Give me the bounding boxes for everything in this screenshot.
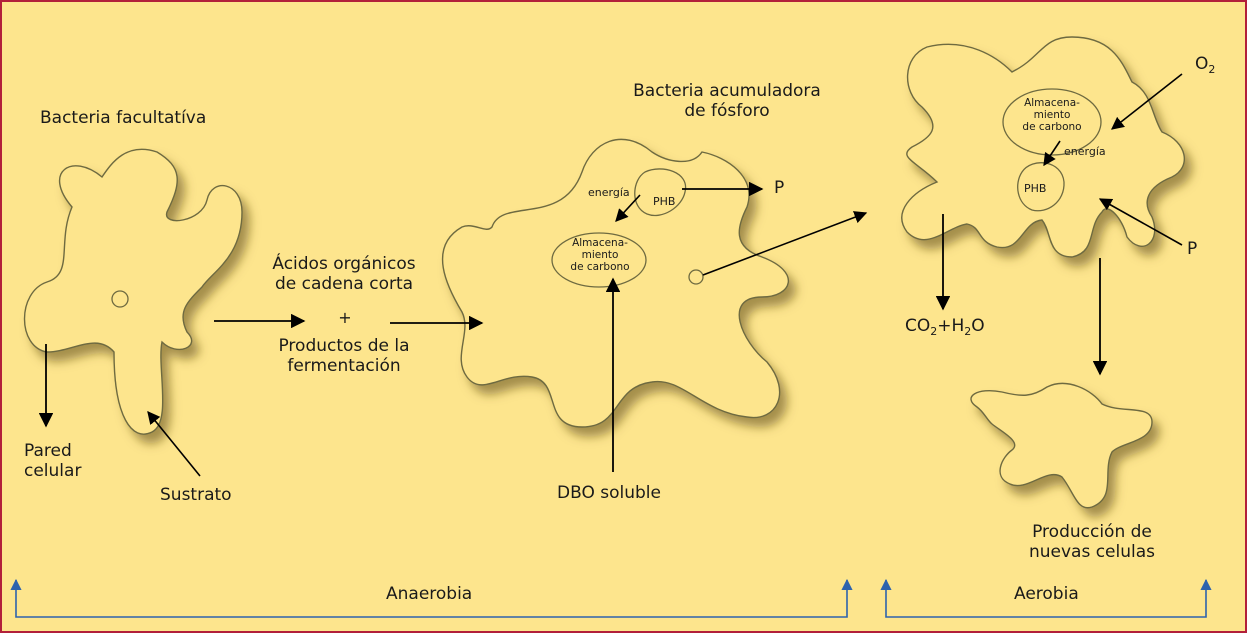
h-text: +H: [937, 316, 965, 336]
products-line2: fermentación: [287, 355, 401, 376]
aerobic-bracket: [880, 578, 1212, 618]
oxygen-subscript: 2: [1208, 63, 1216, 76]
new-cells-line1: Producción de: [1032, 522, 1152, 542]
co2-text: CO: [905, 316, 931, 336]
soluble-bod-label: DBO soluble: [557, 483, 661, 503]
aerobic-cell: [901, 36, 1185, 258]
co2-subscript: 2: [930, 325, 938, 338]
arrow-energy-right: [1043, 140, 1061, 167]
pao-label-line1: Bacteria acumuladora: [633, 81, 821, 101]
storage-right-line2: miento: [1033, 109, 1071, 122]
oxygen-symbol: O: [1195, 54, 1209, 74]
cell-wall-label-line1: Pared: [24, 441, 72, 461]
phb-granule-left: [634, 168, 687, 217]
oxygen-label: O2: [1195, 54, 1216, 77]
storage-left-line3: de carbono: [570, 261, 630, 274]
phosphorus-uptake-label: P: [1187, 239, 1198, 259]
energy-label-right: energía: [1064, 145, 1106, 158]
carbon-storage-left-label: Almacena- miento de carbono: [555, 237, 645, 273]
new-cell: [970, 382, 1153, 509]
new-cells-label: Producción de nuevas celulas: [1007, 522, 1177, 562]
storage-left-line1: Almacena-: [572, 237, 628, 249]
facultative-bacterium-label: Bacteria facultatíva: [40, 108, 207, 128]
phosphorus-release-label: P: [774, 178, 785, 198]
storage-right-line1: Almacena-: [1024, 97, 1080, 109]
arrow-o2: [1110, 73, 1183, 130]
facultative-bacterium-cell: [23, 148, 243, 435]
h2o-subscript: 2: [964, 325, 972, 338]
arrow-p-uptake: [1098, 198, 1183, 246]
anaerobic-bracket: [10, 578, 853, 618]
o-text: O: [971, 316, 985, 336]
carbon-storage-left: [551, 232, 647, 288]
phb-label-left: PHB: [653, 195, 676, 208]
arrow-to-aerobic: [702, 211, 868, 276]
cell-wall-label: Pared celular: [24, 441, 82, 481]
carbon-storage-right-label: Almacena- miento de carbono: [1006, 97, 1098, 133]
acids-line2: de cadena corta: [274, 273, 414, 294]
substrate-label: Sustrato: [160, 485, 232, 505]
storage-left-line2: miento: [581, 249, 619, 262]
pao-label: Bacteria acumuladora de fósforo: [622, 81, 832, 121]
arrow-substrate: [147, 411, 201, 477]
new-cells-line2: nuevas celulas: [1028, 541, 1156, 562]
anaerobic-label: Anaerobia: [386, 584, 473, 604]
phosphate-granule: [688, 269, 704, 285]
arrow-energy-left: [615, 194, 641, 222]
pao-cell: [442, 138, 789, 428]
storage-right-line3: de carbono: [1022, 121, 1082, 134]
short-chain-acids-label: Ácidos orgánicos de cadena corta: [260, 254, 428, 294]
cell-wall-label-line2: celular: [24, 460, 82, 481]
pao-label-line2: de fósforo: [684, 100, 770, 121]
plus-sign: +: [338, 308, 352, 327]
acids-line1: Ácidos orgánicos: [272, 254, 416, 274]
co2-h2o-label: CO2+H2O: [905, 316, 985, 339]
aerobic-label: Aerobia: [1014, 584, 1079, 604]
substrate-granule: [111, 290, 129, 308]
fermentation-products-label: Productos de la fermentación: [260, 336, 428, 376]
phb-label-right: PHB: [1024, 182, 1047, 195]
energy-label-left: energía: [588, 186, 630, 199]
products-line1: Productos de la: [278, 336, 410, 356]
